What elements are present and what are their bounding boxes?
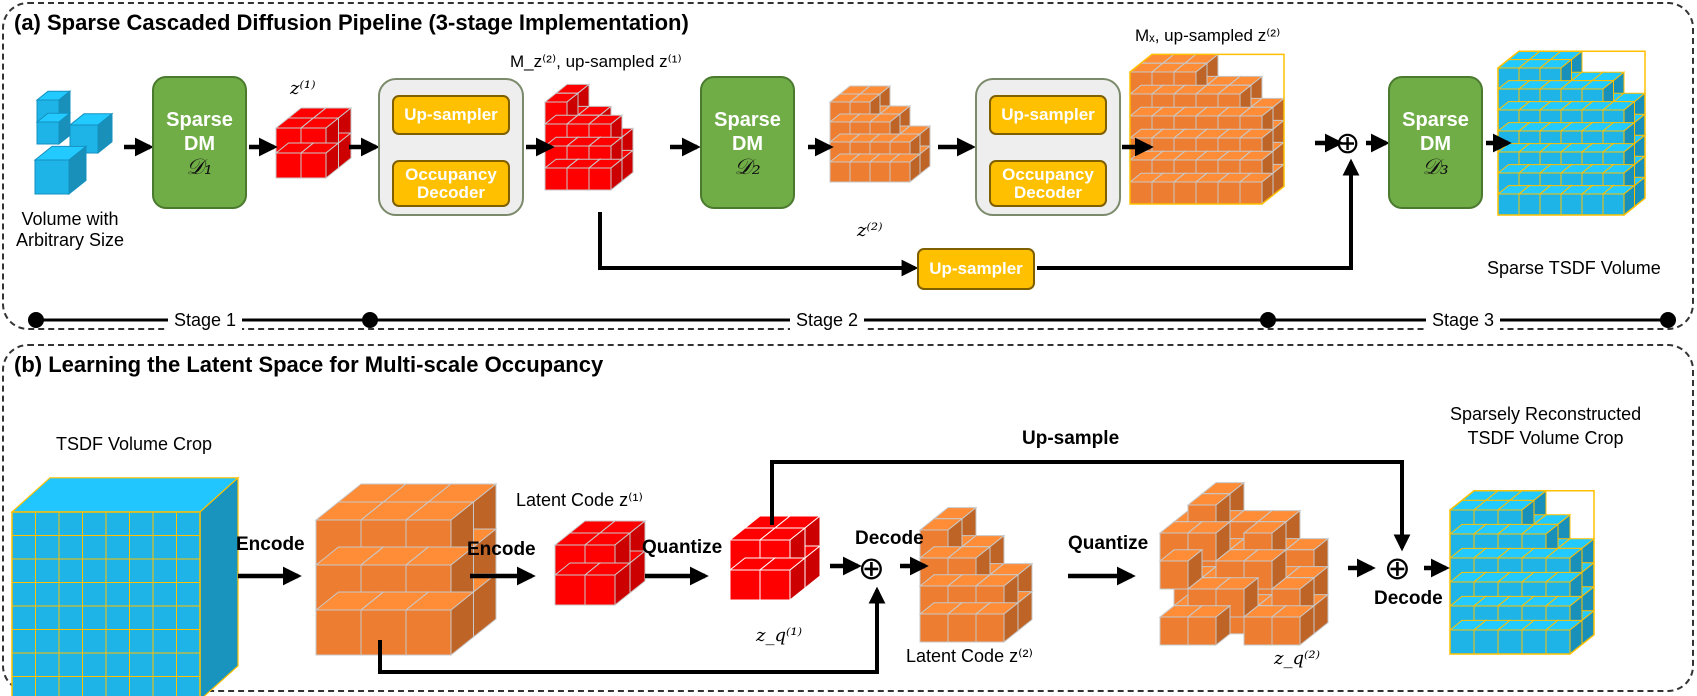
- encode-2-label: Encode: [467, 539, 536, 560]
- path-upsample-plus: [770, 460, 1411, 552]
- plus-a: ⊕: [1335, 126, 1361, 161]
- dm2-line2: DM: [731, 133, 764, 155]
- z2-structure: [828, 84, 932, 184]
- dm2-line1: Sparse: [714, 109, 781, 131]
- sparse-dm-3: Sparse DM 𝒟₃: [1388, 76, 1483, 209]
- stage-2-label: Stage 2: [790, 310, 865, 331]
- dm3-line2: DM: [1419, 133, 1452, 155]
- mz2-label: M_z⁽²⁾, up-sampled z⁽¹⁾: [510, 52, 682, 71]
- zq1-cube: [728, 514, 822, 602]
- dm3-line1: Sparse: [1402, 109, 1469, 131]
- dm1-line1: Sparse: [166, 109, 233, 131]
- input-volume-label: Volume with Arbitrary Size: [15, 209, 125, 250]
- z2-label: z⁽²⁾: [857, 220, 883, 241]
- sparse-tsdf-volume-label: Sparse TSDF Volume: [1487, 258, 1661, 278]
- upsampler-1: Up-sampler: [392, 95, 510, 135]
- latent-z2-structure: [918, 506, 1034, 644]
- reconstructed-crop: [1448, 489, 1596, 656]
- panel-b-title: (b) Learning the Latent Space for Multi-…: [14, 352, 604, 377]
- quantize-2-label: Quantize: [1068, 533, 1149, 554]
- latent-code-2-label: Latent Code z⁽²⁾: [906, 646, 1033, 666]
- panel-b: [2, 344, 1694, 692]
- dm1-math: 𝒟₁: [186, 155, 213, 180]
- mz2-structure: [543, 83, 635, 192]
- stage-1-label: Stage 1: [168, 310, 243, 331]
- stage-marker-4: [1660, 312, 1676, 328]
- zq2-structure: [1158, 481, 1330, 647]
- latent-code-1-label: Latent Code z⁽¹⁾: [516, 490, 643, 510]
- path-encoded-plus: [378, 586, 886, 674]
- encoded-cube: [314, 482, 498, 657]
- stage-marker-2: [362, 312, 378, 328]
- connector-lines: [28, 133, 1676, 674]
- mx-structure: [1128, 53, 1286, 206]
- upsampler-2: Up-sampler: [989, 95, 1107, 135]
- panel-a-title: (a) Sparse Cascaded Diffusion Pipeline (…: [14, 10, 689, 35]
- stage-marker-1: [28, 312, 44, 328]
- tsdf-crop-label: TSDF Volume Crop: [56, 434, 213, 454]
- z1-label: z⁽¹⁾: [290, 78, 316, 99]
- dm1-line2: DM: [183, 133, 216, 155]
- reconstructed-crop-label: Sparsely Reconstructed TSDF Volume Crop: [1450, 404, 1642, 448]
- occupancy-decoder-2: Occupancy Decoder: [989, 160, 1107, 207]
- tsdf-crop-cube: [10, 476, 240, 696]
- input-block-3: [33, 145, 88, 196]
- stage-marker-3: [1260, 312, 1276, 328]
- sparse-dm-1: Sparse DM 𝒟₁: [152, 76, 247, 209]
- zq1-label: z_q⁽¹⁾: [756, 625, 803, 646]
- input-block-1: [35, 90, 72, 146]
- sparse-dm-2: Sparse DM 𝒟₂: [700, 76, 795, 209]
- cube-groups: [10, 50, 1647, 696]
- mx-label: Mₓ, up-sampled z⁽²⁾: [1135, 26, 1281, 45]
- decode-2-label: Decode: [1374, 588, 1443, 609]
- sparse-tsdf-volume: [1496, 50, 1647, 217]
- dm2-math: 𝒟₂: [734, 155, 761, 180]
- path-mz2-upsampler: [598, 212, 919, 277]
- upsampler-3: Up-sampler: [917, 248, 1035, 290]
- decode-1-label: Decode: [855, 528, 924, 549]
- plus-b-2: ⊕: [1384, 549, 1411, 587]
- quantize-1-label: Quantize: [642, 537, 723, 558]
- dm3-math: 𝒟₃: [1422, 155, 1449, 180]
- latent-z1-cube: [553, 519, 647, 607]
- plus-b-1: ⊕: [858, 549, 885, 587]
- occupancy-decoder-1: Occupancy Decoder: [392, 160, 510, 207]
- z1-cube: [274, 106, 353, 180]
- encode-1-label: Encode: [236, 534, 305, 555]
- upsample-label: Up-sample: [1022, 428, 1120, 449]
- path-upsampler-plus: [1037, 158, 1360, 270]
- stage-3-label: Stage 3: [1426, 310, 1501, 331]
- zq2-label: z_q⁽²⁾: [1274, 648, 1321, 669]
